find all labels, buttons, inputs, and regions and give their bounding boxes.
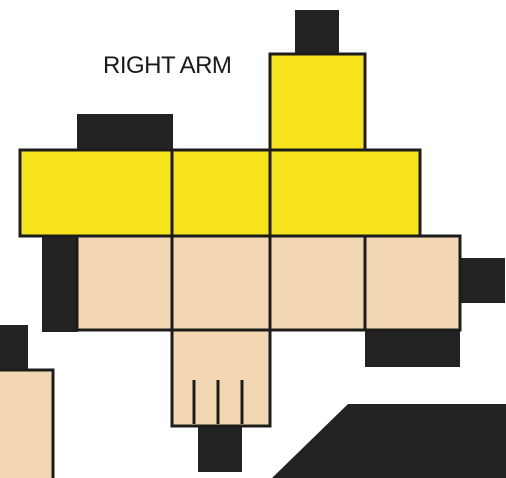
sleeve-face-3 — [270, 150, 420, 236]
arm-face-4 — [365, 236, 460, 330]
glue-tab-hand — [198, 425, 242, 472]
arm-face-1 — [77, 236, 172, 330]
hand-face — [172, 330, 270, 426]
glue-tab-top-shoulder — [295, 10, 339, 54]
glue-tab-top-left — [77, 114, 173, 150]
glue-tab-bottom-right — [365, 329, 460, 367]
glue-tab-partial-left — [0, 325, 28, 370]
sleeve-face-2 — [172, 150, 270, 236]
right-arm-label: RIGHT ARM — [103, 52, 231, 80]
glue-tab-right — [460, 258, 505, 303]
sleeve-face-1 — [20, 150, 172, 236]
arm-face-3 — [270, 236, 365, 330]
partial-piece-left — [0, 370, 53, 478]
dark-piece-bottom-right — [272, 404, 506, 478]
arm-face-2 — [172, 236, 270, 330]
sleeve-top-face — [270, 54, 365, 150]
glue-tab-left — [42, 236, 78, 332]
